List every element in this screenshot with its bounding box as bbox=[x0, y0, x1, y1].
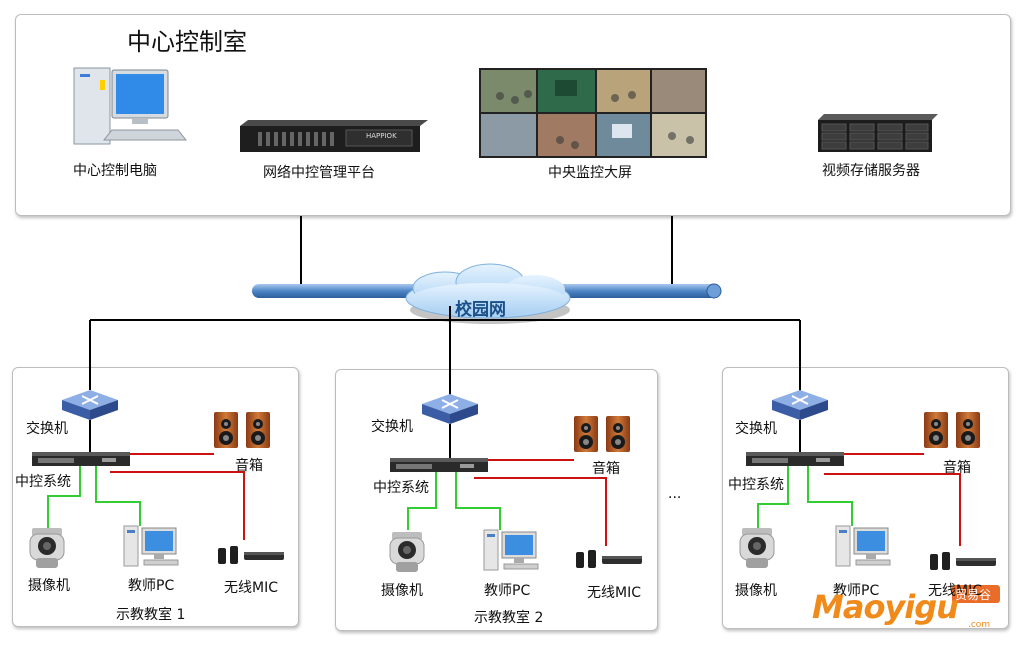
rack-brand-label: HAPPIOK bbox=[366, 132, 397, 140]
device-label-video-wall: 中央监控大屏 bbox=[548, 165, 632, 181]
watermark-domain: .com bbox=[968, 620, 991, 630]
desktop-computer-icon bbox=[73, 67, 188, 145]
controller-label-2: 中控系统 bbox=[373, 480, 429, 496]
rack-controller-icon bbox=[240, 120, 428, 152]
pc-label-3: 教师PC bbox=[833, 583, 880, 599]
camera-icon-1 bbox=[29, 527, 65, 569]
switch-icon-3 bbox=[771, 389, 829, 421]
mic-icon-1 bbox=[218, 546, 284, 564]
controller-icon-3 bbox=[746, 452, 844, 466]
camera-label-2: 摄像机 bbox=[381, 583, 423, 599]
campus-network-label: 校园网 bbox=[455, 300, 506, 320]
switch-icon-1 bbox=[61, 389, 119, 421]
control-room-title: 中心控制室 bbox=[127, 28, 247, 56]
camera-label-3: 摄像机 bbox=[735, 583, 777, 599]
pc-icon-1 bbox=[123, 525, 179, 567]
mic-label-3: 无线MIC bbox=[928, 583, 982, 599]
device-label-storage: 视频存储服务器 bbox=[822, 163, 920, 179]
classroom-name-2: 示教教室 2 bbox=[474, 610, 544, 626]
controller-icon-2 bbox=[390, 458, 488, 472]
pc-icon-2 bbox=[483, 529, 539, 571]
switch-label-2: 交换机 bbox=[371, 419, 413, 435]
controller-label-3: 中控系统 bbox=[728, 477, 784, 493]
classroom-name-1: 示教教室 1 bbox=[116, 607, 186, 623]
mic-label-2: 无线MIC bbox=[587, 585, 641, 601]
video-wall-icon bbox=[479, 68, 707, 158]
device-label-controller-platform: 网络中控管理平台 bbox=[263, 165, 375, 181]
mic-label-1: 无线MIC bbox=[224, 580, 278, 596]
more-classrooms-ellipsis: ... bbox=[668, 486, 682, 502]
pc-label-2: 教师PC bbox=[484, 583, 531, 599]
switch-icon-2 bbox=[421, 393, 479, 425]
classroom-panel-2 bbox=[335, 369, 658, 631]
switch-label-1: 交换机 bbox=[26, 421, 68, 437]
watermark-logo bbox=[952, 585, 1000, 603]
speaker-icon-1 bbox=[214, 412, 270, 448]
device-label-desktop: 中心控制电脑 bbox=[73, 163, 157, 179]
controller-label-1: 中控系统 bbox=[15, 474, 71, 490]
mic-icon-2 bbox=[576, 550, 642, 568]
pc-label-1: 教师PC bbox=[128, 578, 175, 594]
campus-network-cloud bbox=[405, 263, 571, 324]
speaker-label-3: 音箱 bbox=[943, 460, 971, 476]
speaker-icon-3 bbox=[924, 412, 980, 448]
speaker-label-1: 音箱 bbox=[235, 458, 263, 474]
camera-icon-3 bbox=[739, 527, 775, 569]
mic-icon-3 bbox=[930, 552, 996, 570]
controller-icon-1 bbox=[32, 452, 130, 466]
camera-icon-2 bbox=[389, 531, 425, 573]
watermark-text: Maoyigu bbox=[812, 588, 959, 626]
camera-label-1: 摄像机 bbox=[28, 578, 70, 594]
speaker-label-2: 音箱 bbox=[592, 461, 620, 477]
switch-label-3: 交换机 bbox=[735, 421, 777, 437]
watermark-sub: 贸易谷 bbox=[955, 588, 992, 602]
speaker-icon-2 bbox=[574, 416, 630, 452]
pc-icon-3 bbox=[835, 525, 891, 567]
storage-server-icon bbox=[818, 114, 938, 152]
